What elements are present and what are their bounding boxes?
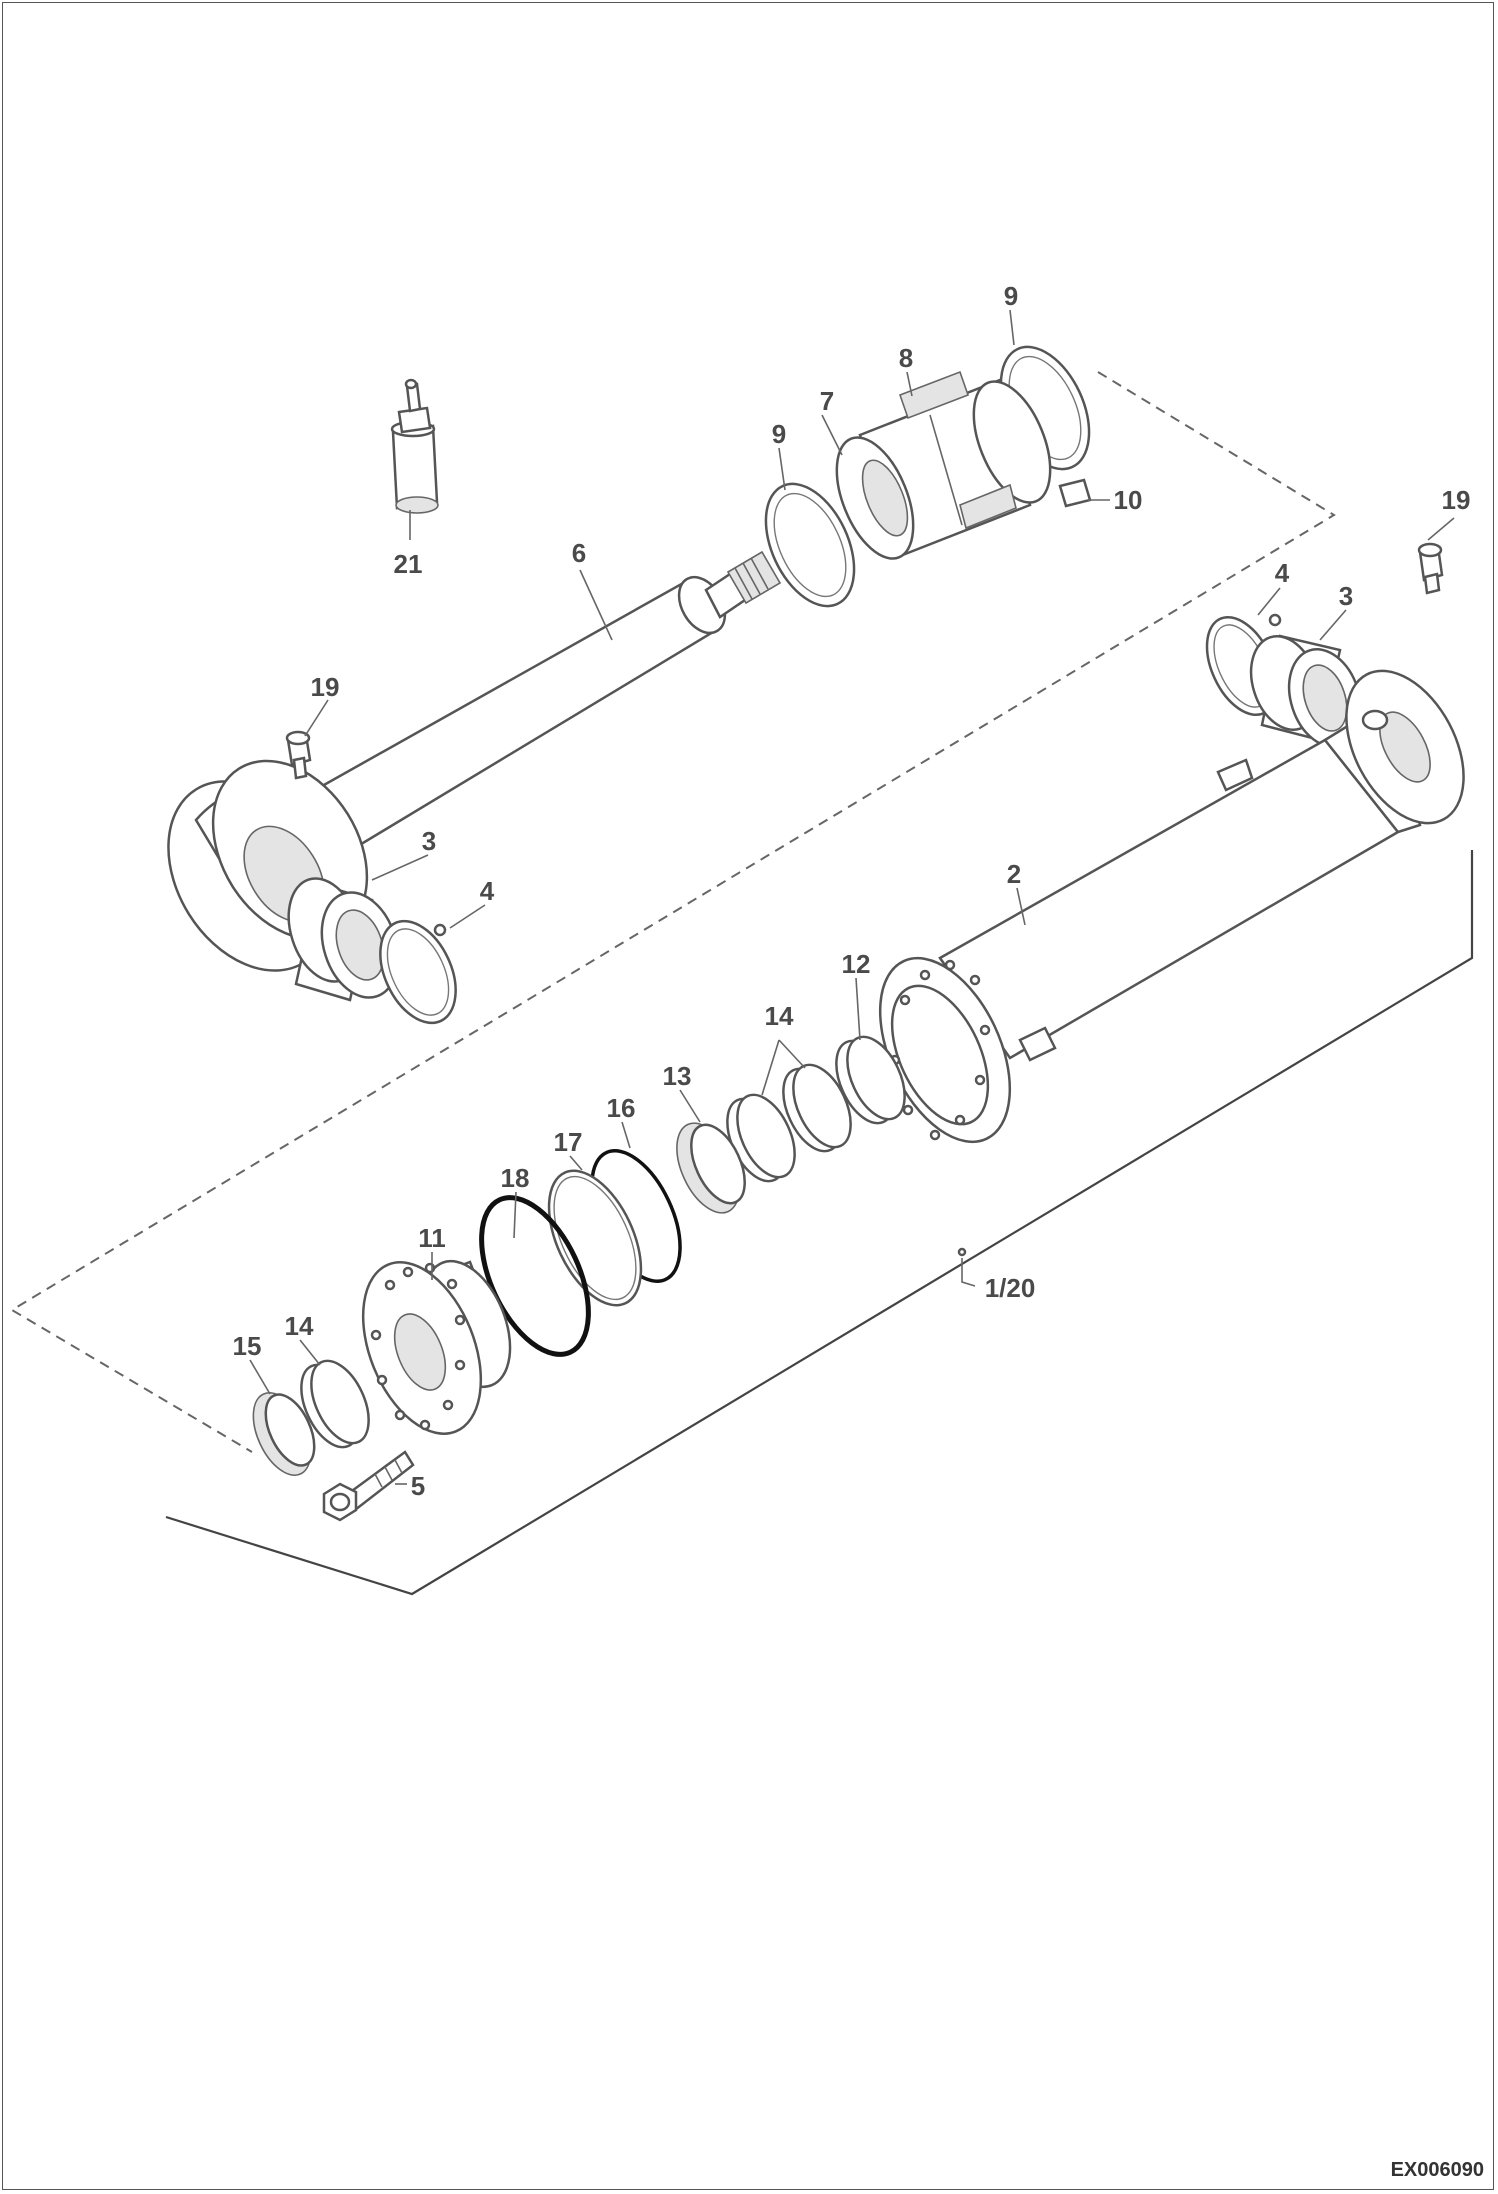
callout-13: 13 <box>663 1061 692 1091</box>
callout-4-left: 4 <box>480 876 495 906</box>
callout-1-20: 1/20 <box>985 1273 1036 1303</box>
callout-8: 8 <box>899 343 913 373</box>
callout-14-upper: 14 <box>765 1001 794 1031</box>
callout-5: 5 <box>411 1471 425 1501</box>
callout-4-right: 4 <box>1275 558 1290 588</box>
callout-21: 21 <box>394 549 423 579</box>
part-10-key <box>1058 478 1092 508</box>
part-3-bushing-left <box>287 877 400 1002</box>
figure-code: EX006090 <box>1391 2159 1484 2181</box>
callout-12: 12 <box>842 949 871 979</box>
part-21-lubricant-tube <box>390 378 439 514</box>
kit-solid-outline <box>165 850 1474 1596</box>
assembly-dashed-outline <box>10 371 1336 1453</box>
part-7-8-piston-assembly <box>835 370 1052 560</box>
part-19-grease-nipple-right <box>1417 542 1444 595</box>
part-2-cylinder-barrel <box>878 669 1465 1144</box>
callout-10: 10 <box>1114 485 1143 515</box>
callout-11: 11 <box>418 1223 446 1253</box>
callout-17: 17 <box>554 1127 583 1157</box>
callout-9-left: 9 <box>772 419 786 449</box>
part-6-piston-rod <box>167 550 782 972</box>
part-15-wiper-ring <box>252 1392 316 1476</box>
callout-6: 6 <box>572 538 586 568</box>
part-13-rod-seal <box>676 1122 746 1214</box>
callout-7: 7 <box>820 386 834 416</box>
callout-3-right: 3 <box>1339 581 1353 611</box>
part-9-ring-a <box>764 482 856 608</box>
callout-15: 15 <box>233 1331 262 1361</box>
part-12-guide-ring <box>835 1035 906 1125</box>
callout-14-lower: 14 <box>285 1311 314 1341</box>
callout-18: 18 <box>501 1163 530 1193</box>
part-14-seal-a <box>782 1063 852 1153</box>
part-1-20-seal-kit-marker <box>957 1247 967 1257</box>
part-4-snap-ring-left <box>379 919 457 1025</box>
part-14-seal-c <box>300 1359 370 1449</box>
part-17-backup-ring <box>547 1169 643 1307</box>
callout-3-left: 3 <box>422 826 436 856</box>
callout-9-right: 9 <box>1004 281 1018 311</box>
callout-16: 16 <box>607 1093 636 1123</box>
part-19-grease-nipple-left <box>285 730 312 780</box>
leader-lines <box>249 309 1455 1485</box>
callout-19-left: 19 <box>311 672 340 702</box>
part-11-cylinder-head <box>361 1259 512 1435</box>
callout-19-right: 19 <box>1442 485 1471 515</box>
part-5-bolt <box>322 1450 415 1522</box>
callout-2: 2 <box>1007 859 1021 889</box>
